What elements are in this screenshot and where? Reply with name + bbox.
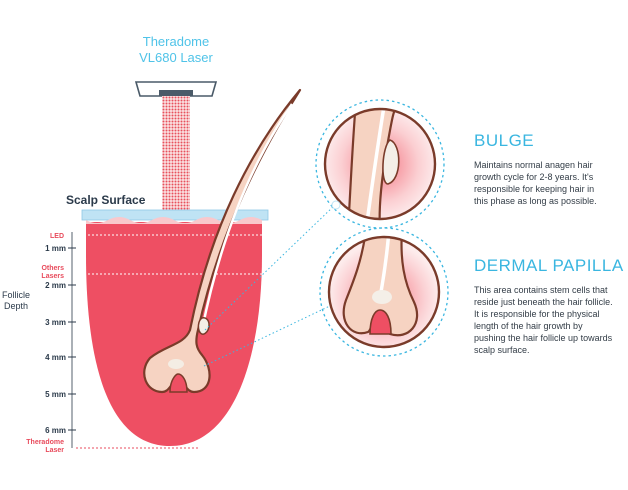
- dermal-papilla-line-5: pushing the hair follicle up towards: [474, 333, 613, 343]
- scalp-tissue: [86, 222, 262, 446]
- laser-device: Theradome VL680 Laser: [134, 34, 218, 97]
- depth-axis-title-line2: Depth: [4, 301, 28, 311]
- hair-follicle: [143, 88, 302, 394]
- dermal-papilla-description: DERMAL PAPILLA This area contains stem c…: [474, 256, 624, 355]
- marker-theradome-label-line1: Theradome: [26, 439, 64, 446]
- marker-led-label: LED: [50, 233, 64, 240]
- depth-tick-1mm: 1 mm: [45, 244, 66, 253]
- bulge-line-2: growth cycle for 2-8 years. It's: [474, 172, 594, 182]
- marker-others-label-line2: Lasers: [41, 273, 64, 280]
- scalp-surface-label: Scalp Surface: [66, 193, 146, 207]
- dermal-papilla-line-1: This area contains stem cells that: [474, 285, 608, 295]
- papilla-detail-circle: [319, 227, 449, 357]
- bulge-line-3: responsible for keeping hair in: [474, 184, 594, 194]
- dermal-papilla-line-2: reside just beneath the hair follicle.: [474, 297, 613, 307]
- depth-tick-4mm: 4 mm: [45, 353, 66, 362]
- depth-axis: 1 mm 2 mm 3 mm 4 mm 5 mm 6 mm Follicle D…: [2, 232, 76, 448]
- dermal-papilla-line-6: scalp surface.: [474, 345, 530, 355]
- scalp-surface-band: [81, 209, 269, 224]
- dermal-papilla-heading: DERMAL PAPILLA: [474, 256, 624, 275]
- laser-beam: [162, 96, 190, 214]
- laser-emitter: [159, 90, 193, 96]
- bulge-detail-circle: [315, 99, 445, 229]
- laser-housing: [134, 81, 218, 97]
- dermal-papilla-line-3: It is responsible for the physical: [474, 309, 600, 319]
- marker-theradome-label-line2: Laser: [45, 447, 64, 454]
- depth-tick-5mm: 5 mm: [45, 390, 66, 399]
- bulge-line-4: this phase as long as possible.: [474, 196, 597, 206]
- bulge-line-1: Maintains normal anagen hair: [474, 160, 593, 170]
- depth-tick-6mm: 6 mm: [45, 426, 66, 435]
- connector-papilla: [203, 303, 335, 367]
- marker-others-label-line1: Others: [41, 265, 64, 272]
- laser-name-line2: VL680 Laser: [139, 50, 213, 65]
- dermal-papilla-line-4: length of the hair growth by: [474, 321, 583, 331]
- depth-axis-title-line1: Follicle: [2, 290, 30, 300]
- bulge-description: BULGE Maintains normal anagen hair growt…: [474, 131, 597, 206]
- depth-tick-2mm: 2 mm: [45, 281, 66, 290]
- penetration-markers: LED Others Lasers Theradome Laser: [26, 233, 262, 454]
- bulge-heading: BULGE: [474, 131, 534, 150]
- laser-name-line1: Theradome: [143, 34, 209, 49]
- depth-tick-3mm: 3 mm: [45, 318, 66, 327]
